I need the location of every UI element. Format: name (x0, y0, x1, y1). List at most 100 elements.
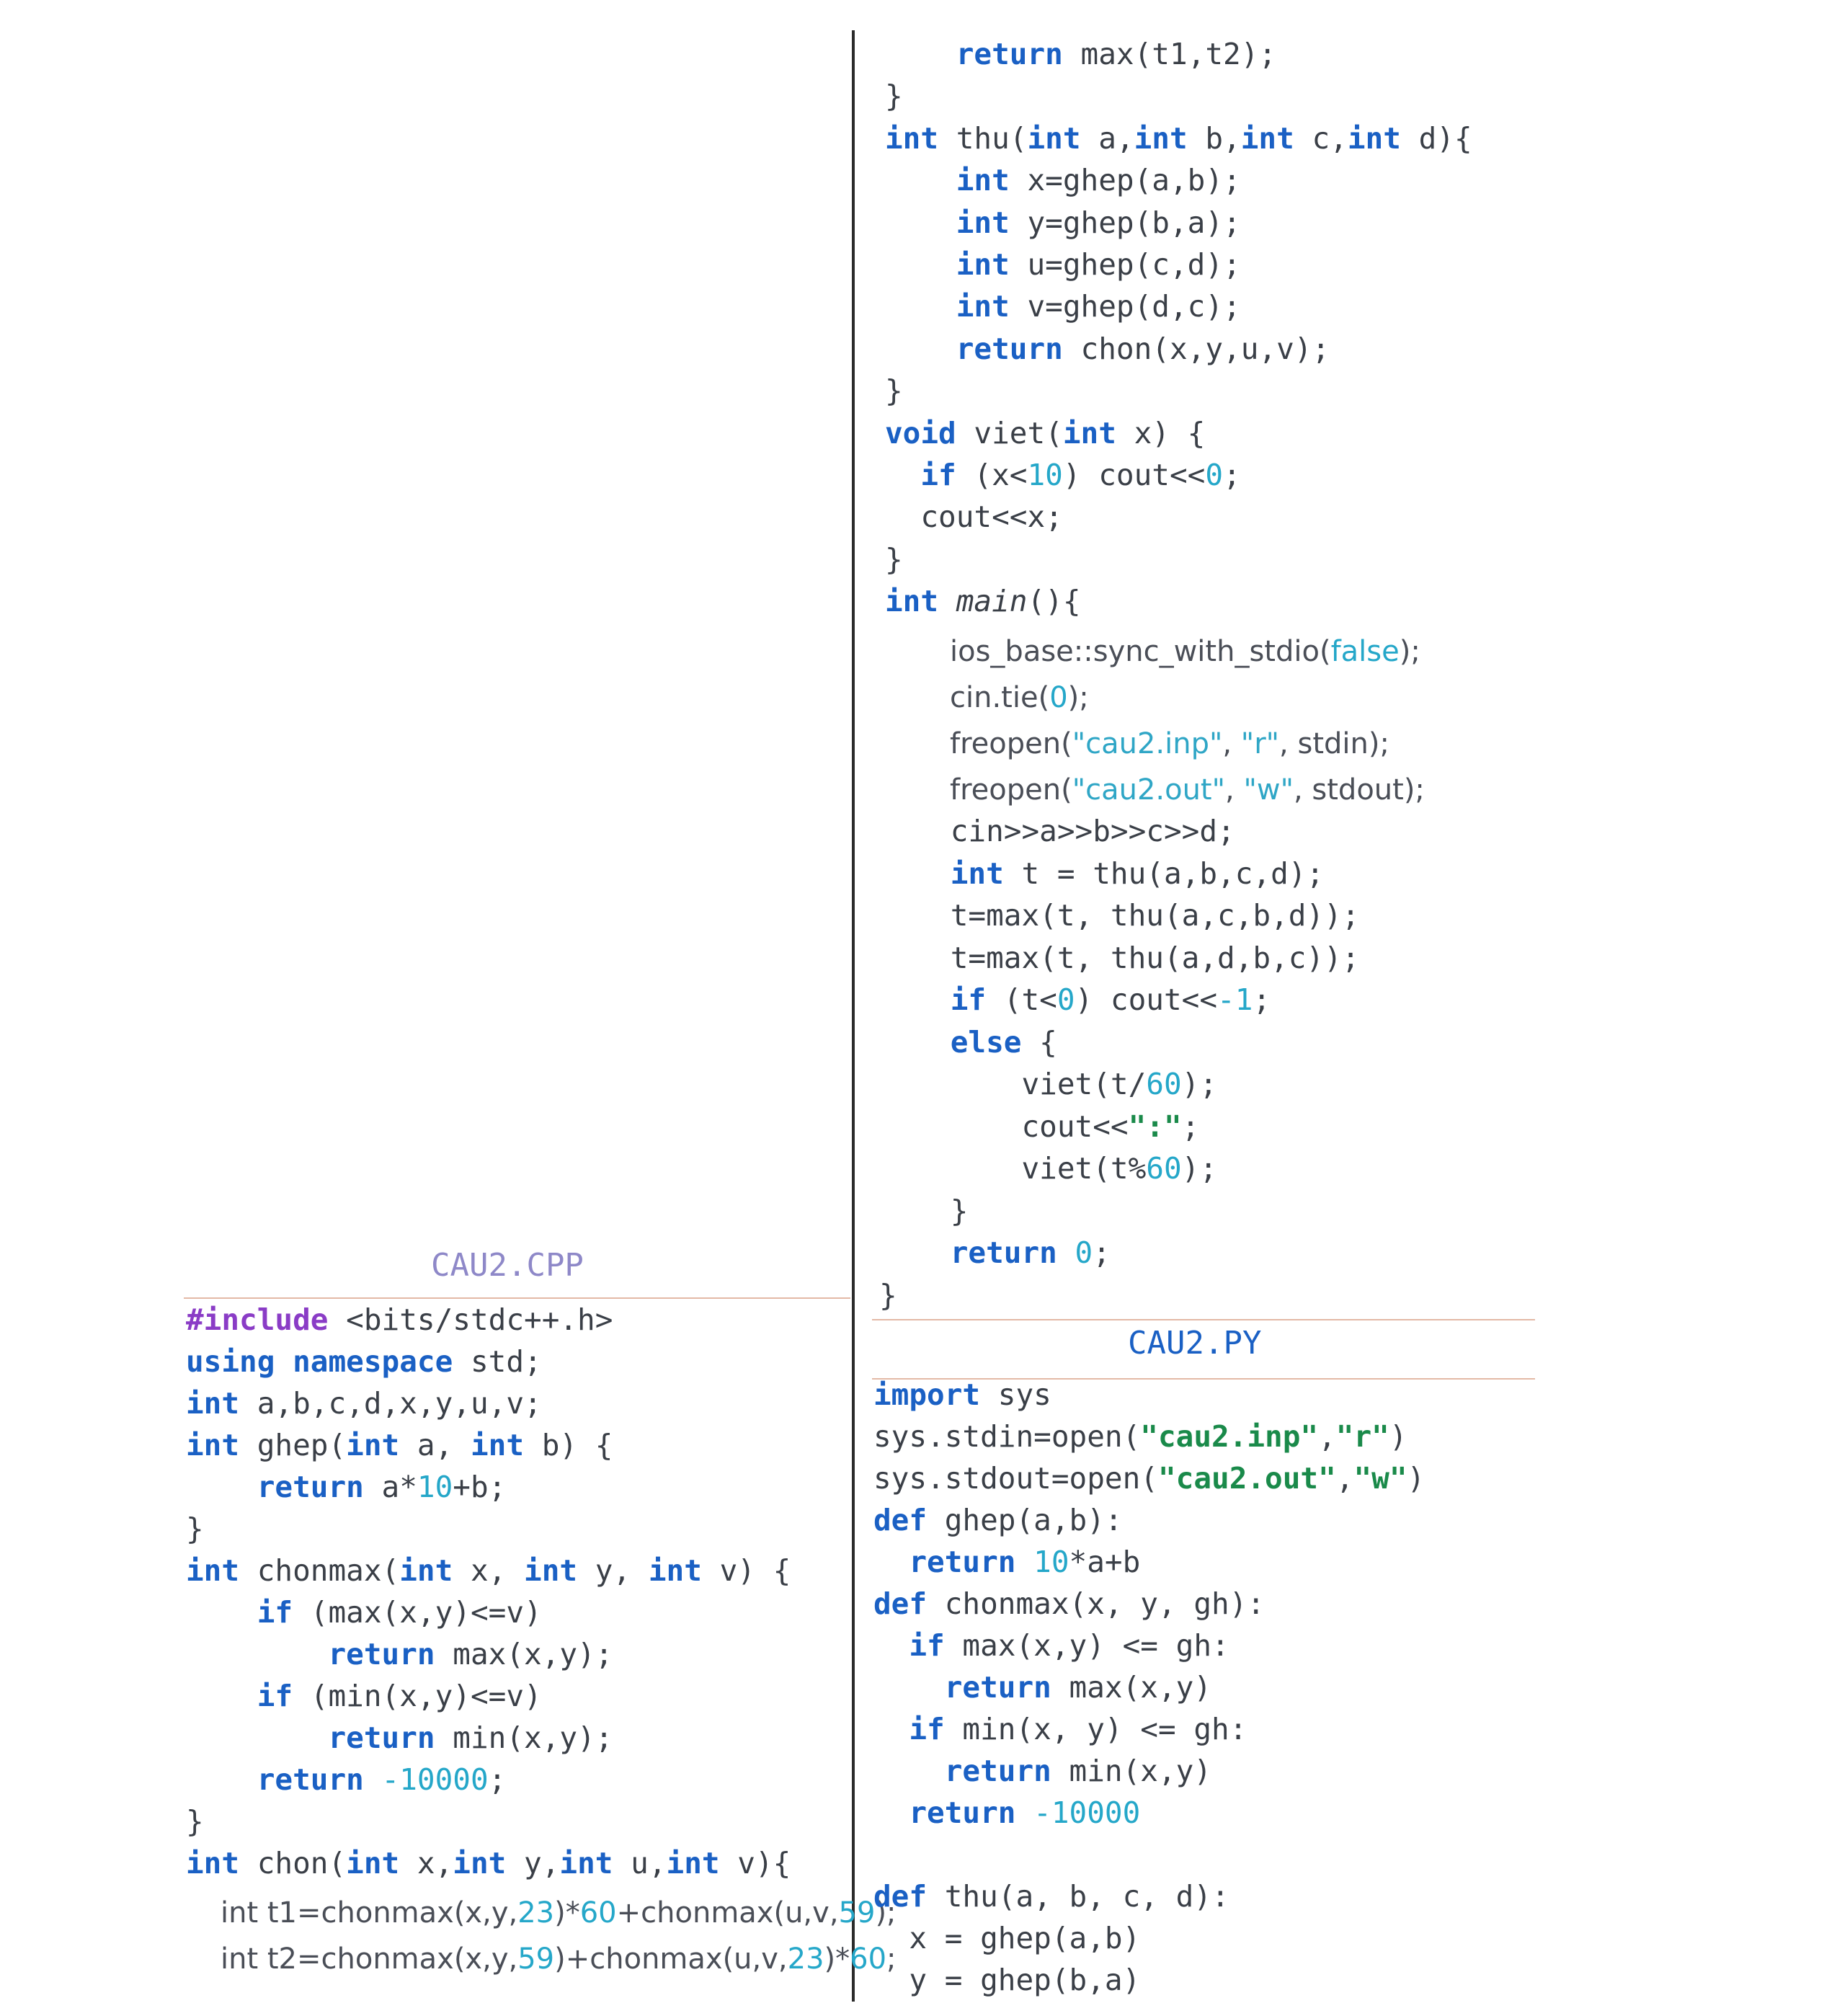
code-line: } (885, 538, 903, 580)
code-line: viet(t/60); (879, 1063, 1217, 1106)
code-token: freopen( (950, 773, 1072, 807)
code-line: int chonmax(int x, int y, int v) { (186, 1550, 791, 1591)
code-token (873, 1712, 909, 1746)
code-token: def (873, 1503, 928, 1537)
code-line: def thu(a, b, c, d): (873, 1875, 1229, 1917)
code-line: int u=ghep(c,d); (885, 244, 1241, 285)
code-token: return (328, 1637, 435, 1671)
code-line: void viet(int x) { (885, 412, 1205, 454)
code-line: cout<<x; (885, 496, 1063, 538)
code-token (186, 1637, 328, 1671)
code-token: int (470, 1428, 525, 1462)
code-token: int (346, 1428, 400, 1462)
code-line: return max(t1,t2); (885, 33, 1276, 75)
code-token: a,b,c,d,x,y,u,v; (239, 1386, 542, 1421)
code-token: (min(x,y)<=v) (293, 1679, 542, 1713)
code-token: <bits/stdc++.h> (328, 1302, 613, 1337)
code-token (885, 247, 956, 282)
code-token: return (956, 37, 1063, 71)
code-token: int (956, 289, 1010, 324)
code-line: return -10000; (186, 1759, 507, 1800)
code-token: b) { (524, 1428, 613, 1462)
code-token: 59 (517, 1942, 555, 1976)
code-line: int x=ghep(a,b); (885, 159, 1241, 201)
code-token: return (909, 1795, 1016, 1830)
code-token: x) { (1116, 415, 1206, 450)
code-token (186, 1679, 257, 1713)
code-token: int (453, 1846, 507, 1880)
code-token: ); (1181, 1067, 1218, 1101)
code-token: b, (1187, 120, 1241, 156)
code-line: t=max(t, thu(a,c,b,d)); (879, 894, 1360, 937)
code-token (879, 856, 951, 891)
code-token: if (920, 458, 956, 492)
code-line: x = ghep(a,b) (873, 1917, 1140, 1959)
code-line: def ghep(a,b): (873, 1499, 1123, 1541)
code-token: 60 (1146, 1067, 1182, 1101)
code-token (873, 1670, 945, 1705)
code-token: (x< (956, 458, 1028, 492)
code-line: import sys (873, 1374, 1051, 1416)
code-line: viet(t%60); (879, 1147, 1217, 1190)
code-line: } (879, 1190, 969, 1233)
code-token: ; (886, 1942, 897, 1976)
code-token: "w" (1353, 1461, 1407, 1496)
code-line: int main(){ (885, 580, 1081, 622)
code-token (938, 584, 956, 618)
code-token: t = thu(a,b,c,d); (1003, 856, 1325, 891)
code-token: , (1335, 1461, 1354, 1496)
code-line: if max(x,y) <= gh: (873, 1625, 1229, 1666)
code-line: int a,b,c,d,x,y,u,v; (186, 1382, 542, 1424)
code-token: min(x,y); (435, 1720, 613, 1755)
code-token: } (879, 1193, 969, 1228)
code-token: 0 (1049, 681, 1068, 714)
code-token: v){ (719, 1846, 791, 1880)
code-token: int (885, 584, 939, 619)
code-line: if min(x, y) <= gh: (873, 1708, 1247, 1750)
code-token: return (950, 1235, 1057, 1270)
code-line: int t2=chonmax(x,y,59)+chonmax(u,v,23)*6… (221, 1936, 897, 1982)
code-token (873, 1628, 909, 1663)
code-token: } (885, 541, 903, 577)
code-token: chon( (239, 1846, 347, 1880)
code-token: max(t1,t2); (1062, 37, 1277, 71)
code-token (885, 205, 956, 240)
code-token: "cau2.inp" (1072, 727, 1223, 760)
code-line: return 0; (879, 1232, 1111, 1274)
code-token: int t2=chonmax(x,y, (221, 1942, 518, 1976)
code-token (1015, 1795, 1033, 1830)
code-line: if (max(x,y)<=v) (186, 1591, 542, 1633)
code-line: int t = thu(a,b,c,d); (879, 853, 1324, 895)
code-token (885, 289, 956, 324)
code-token: int (186, 1386, 240, 1421)
code-token: } (885, 79, 903, 114)
code-line: return max(x,y) (873, 1666, 1211, 1708)
code-token: y, (577, 1553, 649, 1588)
code-token (885, 37, 956, 71)
code-token: 23 (517, 1896, 555, 1930)
code-token: cout<<x; (885, 499, 1063, 535)
code-token: sys (980, 1377, 1051, 1412)
code-token: d){ (1400, 120, 1472, 156)
code-line: freopen("cau2.out", "w", stdout); (950, 767, 1425, 813)
code-line: y = ghep(b,a) (873, 1959, 1140, 2001)
code-token: )* (824, 1942, 850, 1976)
code-token: c, (1294, 120, 1348, 156)
code-token (1057, 1235, 1075, 1270)
code-token: return (944, 1670, 1051, 1705)
code-token: int (1062, 415, 1116, 450)
code-token: if (950, 982, 987, 1017)
code-line: sys.stdout=open("cau2.out","w") (873, 1457, 1425, 1499)
code-token (885, 163, 956, 197)
code-token: ); (1399, 635, 1420, 668)
separator (184, 1297, 850, 1299)
code-token: t=max(t, thu(a,c,b,d)); (879, 898, 1360, 933)
code-token: chon(x,y,u,v); (1062, 331, 1330, 366)
code-token: 60 (1146, 1151, 1182, 1186)
code-line: } (186, 1508, 204, 1550)
code-token: 60 (850, 1942, 887, 1976)
code-token: chonmax( (239, 1553, 400, 1588)
code-token: ); (1067, 681, 1089, 714)
code-token: , stdin); (1279, 727, 1389, 760)
code-token: x, (453, 1553, 525, 1588)
